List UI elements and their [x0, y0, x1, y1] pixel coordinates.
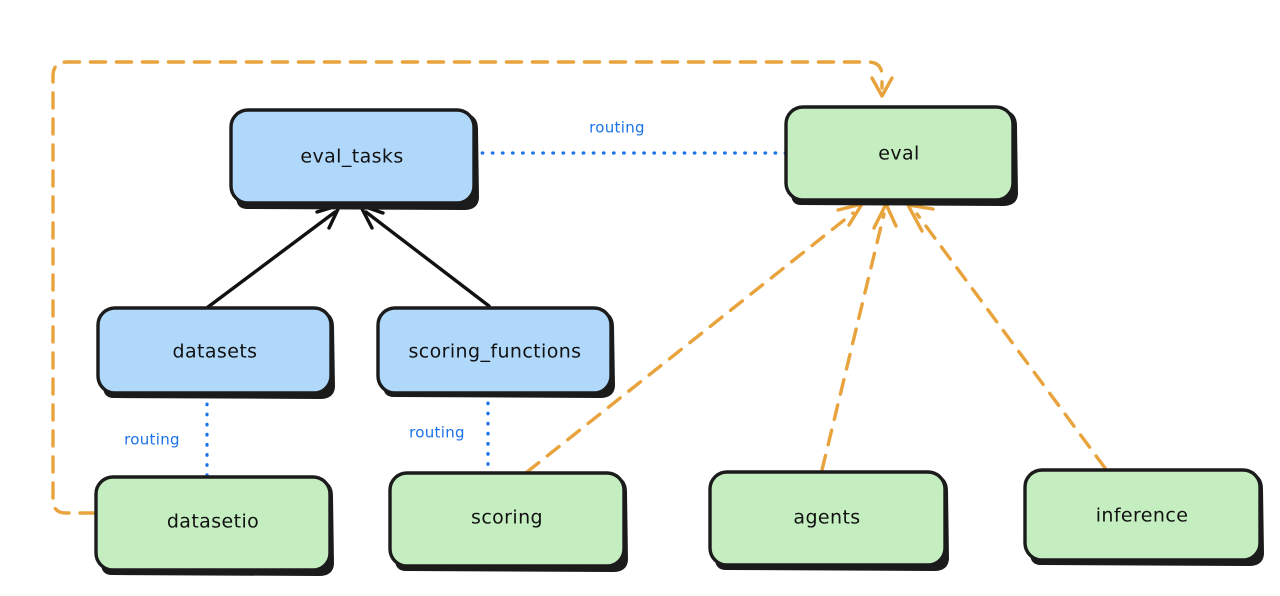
node-agents-body — [708, 470, 947, 567]
node-agents[interactable]: agents — [708, 470, 949, 571]
node-eval-tasks-label: eval_tasks — [300, 146, 403, 168]
node-layer: eval_tasks eval datasets scoring_functio… — [94, 105, 1264, 576]
arrowhead-into-eval-top — [870, 76, 894, 98]
node-scoring-functions-label: scoring_functions — [409, 341, 582, 363]
edge-inference-eval — [906, 203, 1107, 470]
node-scoring-functions[interactable]: scoring_functions — [376, 306, 615, 398]
node-datasetio[interactable]: datasetio — [94, 475, 334, 576]
edge-label-routing-evaltasks-eval: routing — [589, 119, 645, 137]
node-datasets-body — [96, 306, 333, 395]
edge-layer — [51, 60, 1107, 515]
node-scoring[interactable]: scoring — [388, 471, 628, 572]
node-inference-body — [1023, 468, 1262, 562]
node-datasets[interactable]: datasets — [96, 306, 335, 399]
node-inference[interactable]: inference — [1023, 468, 1264, 566]
node-inference-label: inference — [1096, 505, 1189, 527]
node-eval-tasks-body — [229, 108, 476, 205]
edge-label-routing-scoringfns-scoring: routing — [409, 424, 465, 442]
edge-datasets-evaltasks — [206, 203, 342, 309]
edge-agents-eval — [820, 202, 898, 472]
node-datasetio-label: datasetio — [167, 511, 259, 533]
node-eval-tasks[interactable]: eval_tasks — [229, 108, 479, 210]
node-scoring-label: scoring — [471, 507, 543, 529]
node-eval[interactable]: eval — [784, 105, 1018, 206]
node-eval-body — [784, 105, 1015, 202]
node-eval-label: eval — [878, 143, 919, 165]
edge-datasetio-eval — [51, 60, 894, 515]
edge-label-routing-datasets-datasetio: routing — [124, 431, 180, 449]
edge-scoringfns-evaltasks — [358, 203, 491, 308]
node-scoring-body — [388, 471, 626, 568]
edge-label-layer: routing routing routing — [124, 119, 645, 449]
node-agents-label: agents — [793, 507, 860, 529]
node-scoring-functions-body — [376, 306, 613, 395]
node-datasets-label: datasets — [173, 341, 258, 363]
node-datasetio-body — [94, 475, 332, 572]
